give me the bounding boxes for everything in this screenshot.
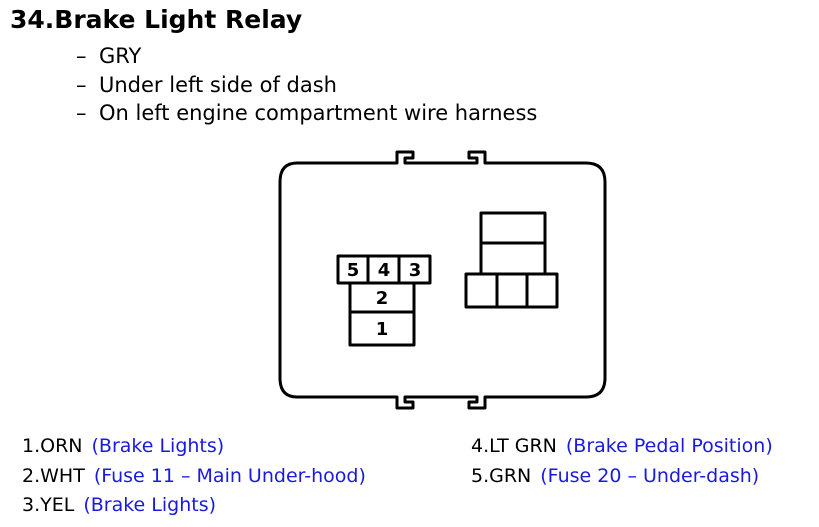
pin-2-label: 2: [376, 288, 389, 309]
bullet-dash: –: [76, 72, 87, 97]
pin-legend-item: 1.ORN (Brake Lights): [22, 432, 366, 462]
bullet-dash: –: [76, 44, 87, 68]
pin-description: (Fuse 11 – Main Under-hood): [93, 464, 366, 487]
pin-5-label: 5: [347, 260, 360, 281]
pin-3-label: 3: [409, 260, 422, 281]
pin-wire: 4.LT GRN: [471, 435, 557, 457]
right-block-middle: [479, 241, 547, 276]
pin-wire: 2.WHT: [22, 464, 85, 487]
detail-text: Under left side of dash: [99, 72, 337, 97]
pin-description: (Fuse 20 – Under-dash): [540, 464, 760, 487]
pin-description: (Brake Lights): [91, 435, 225, 457]
pin-legend-item: 2.WHT (Fuse 11 – Main Under-hood): [22, 462, 366, 492]
right-block-cell-left: [464, 272, 499, 309]
detail-color: –GRY: [76, 42, 537, 71]
right-block-top: [479, 211, 547, 245]
pin-1-cell: [348, 310, 416, 347]
detail-harness: –On left engine compartment wire harness: [76, 99, 537, 128]
pin-wire: 1.ORN: [22, 435, 83, 457]
pin-legend-item: 3.YEL (Brake Lights): [22, 491, 366, 521]
pin-4-label: 4: [378, 260, 391, 281]
relay-details-list: –GRY –Under left side of dash –On left e…: [76, 42, 537, 128]
detail-text: On left engine compartment wire harness: [99, 101, 538, 125]
page-title: 34.Brake Light Relay: [10, 5, 303, 34]
detail-location: –Under left side of dash: [76, 71, 537, 100]
pin-description: (Brake Lights): [83, 494, 217, 516]
pin-legend-right: 4.LT GRN (Brake Pedal Position) 5.GRN (Fus…: [471, 432, 773, 491]
pin-wire: 5.GRN: [471, 464, 532, 487]
right-block-cell-right: [525, 272, 559, 309]
pin-wire: 3.YEL: [22, 494, 75, 516]
relay-housing-outline: [278, 150, 607, 410]
pin-description: (Brake Pedal Position): [565, 435, 773, 457]
pin-legend-left: 1.ORN (Brake Lights) 2.WHT (Fuse 11 – Main…: [22, 432, 366, 521]
pin-legend-item: 5.GRN (Fuse 20 – Under-dash): [471, 462, 773, 492]
right-block-cell-center: [495, 272, 529, 309]
pin-1-label: 1: [376, 319, 389, 340]
detail-text: GRY: [99, 44, 142, 68]
pin-legend-item: 4.LT GRN (Brake Pedal Position): [471, 432, 773, 462]
bullet-dash: –: [76, 101, 87, 125]
